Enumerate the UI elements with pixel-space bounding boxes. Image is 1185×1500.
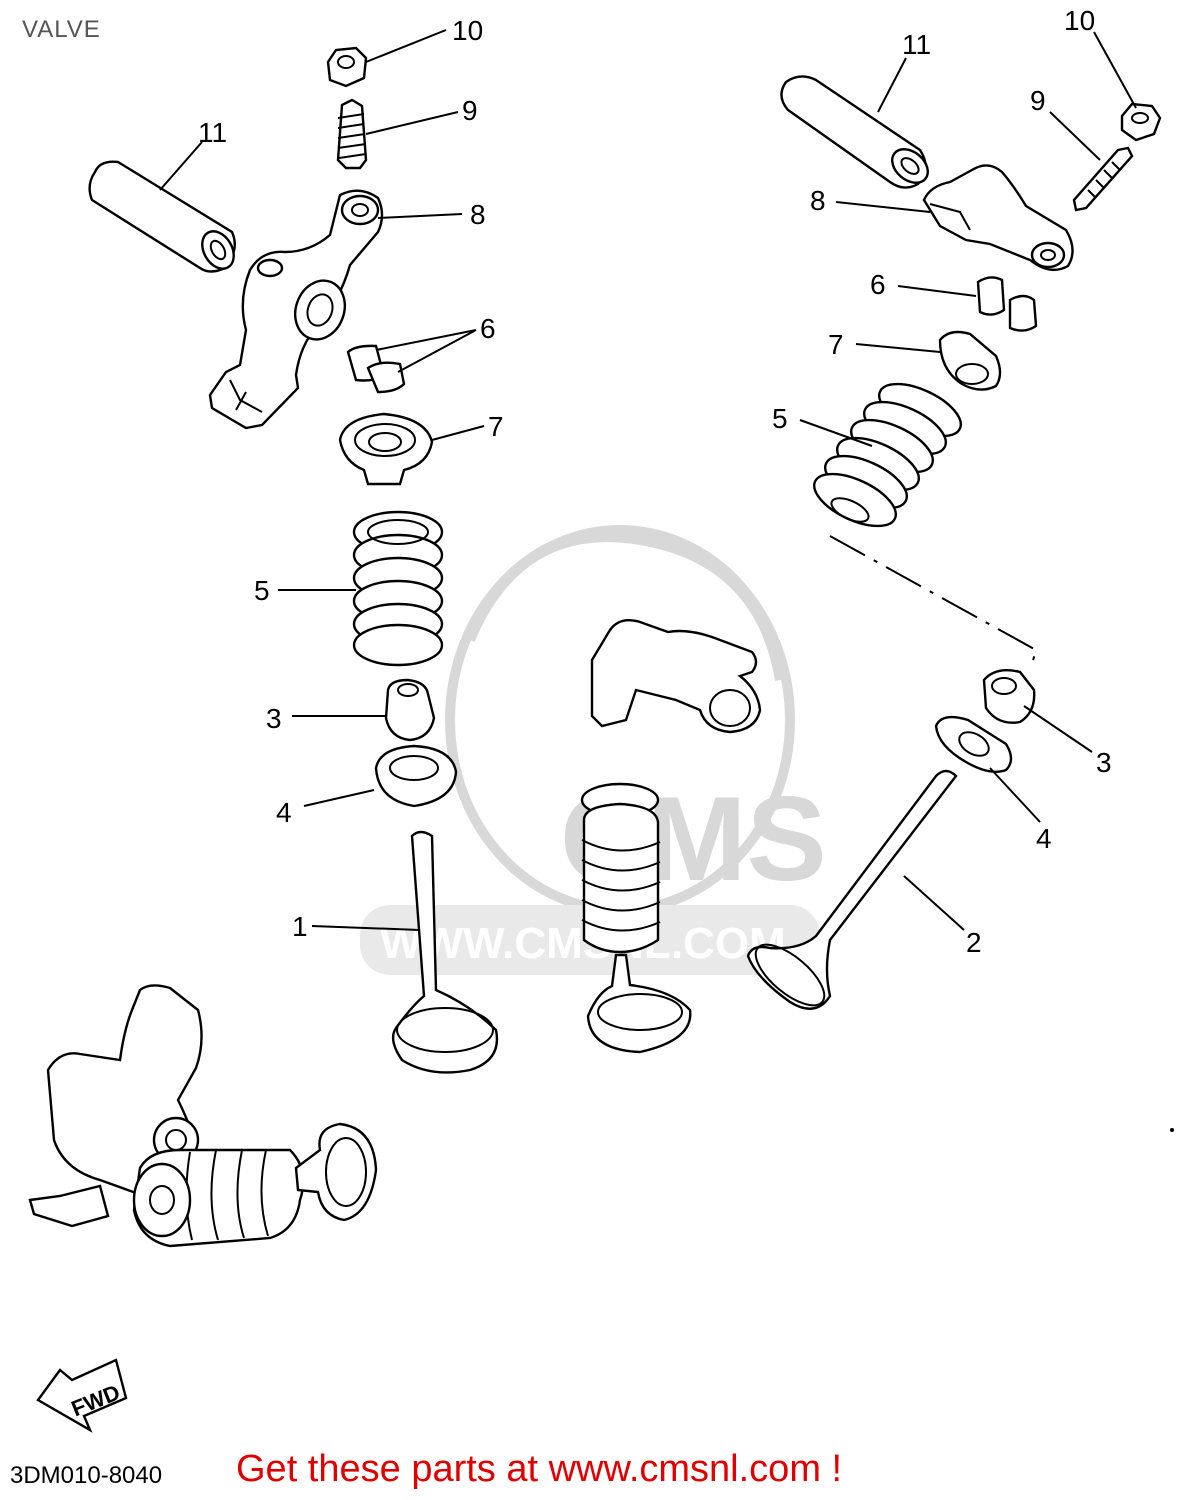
right-part-3-stem-seal [982, 669, 1036, 724]
callout-right-2: 2 [966, 927, 982, 958]
right-part-10-nut [1120, 102, 1162, 142]
right-part-4-seat [934, 715, 1013, 773]
page-title: VALVE [22, 16, 101, 43]
center-assembled-view [580, 619, 762, 1054]
callout-left-11: 11 [198, 117, 227, 148]
left-callouts: 10 9 11 8 6 7 5 3 4 1 [159, 15, 504, 942]
right-part-8-rocker-arm [922, 164, 1074, 272]
right-part-6-cotters [976, 276, 1038, 332]
left-part-4-seat [374, 744, 458, 808]
right-part-2-valve [746, 769, 958, 1010]
left-part-1-valve [391, 830, 499, 1074]
callout-left-3: 3 [266, 703, 282, 734]
right-part-5-spring [813, 382, 962, 528]
callout-right-11: 11 [902, 29, 931, 60]
callout-right-8: 8 [810, 185, 826, 216]
callout-right-4: 4 [1036, 823, 1052, 854]
callout-left-8: 8 [470, 199, 486, 230]
left-part-9-screw [336, 98, 368, 170]
callout-left-7: 7 [488, 411, 504, 442]
left-part-7-retainer [338, 412, 434, 486]
right-part-7-retainer [938, 330, 1002, 391]
callout-left-9: 9 [462, 95, 478, 126]
fwd-arrow-icon: FWD [36, 1358, 128, 1433]
left-part-3-stem-seal [384, 678, 436, 742]
alignment-line [829, 535, 1038, 665]
callout-left-6: 6 [480, 313, 496, 344]
left-part-8-rocker-arm [208, 189, 384, 430]
callout-right-9: 9 [1030, 85, 1046, 116]
left-part-11-shaft [88, 160, 236, 273]
callout-left-1: 1 [292, 911, 308, 942]
left-part-6-cotters [346, 344, 406, 394]
callout-right-5: 5 [772, 403, 788, 434]
left-part-5-spring [352, 510, 444, 667]
right-part-9-screw [1072, 146, 1134, 212]
callout-right-3: 3 [1096, 747, 1112, 778]
promo-link[interactable]: Get these parts at www.cmsnl.com ! [236, 1448, 843, 1490]
callout-left-10: 10 [452, 15, 483, 46]
right-part-11-shaft [780, 75, 929, 189]
callout-right-7: 7 [828, 329, 844, 360]
stray-dot [1170, 1128, 1174, 1132]
left-part-10-nut [326, 46, 368, 88]
callout-left-5: 5 [254, 575, 270, 606]
bottom-left-assembled-view [28, 984, 378, 1248]
diagram-code: 3DM010-8040 [10, 1462, 163, 1489]
callout-left-4: 4 [276, 797, 292, 828]
callout-right-6: 6 [870, 269, 886, 300]
callout-right-10: 10 [1064, 5, 1095, 36]
right-callouts: 10 9 11 8 6 7 5 3 4 2 [772, 5, 1137, 958]
